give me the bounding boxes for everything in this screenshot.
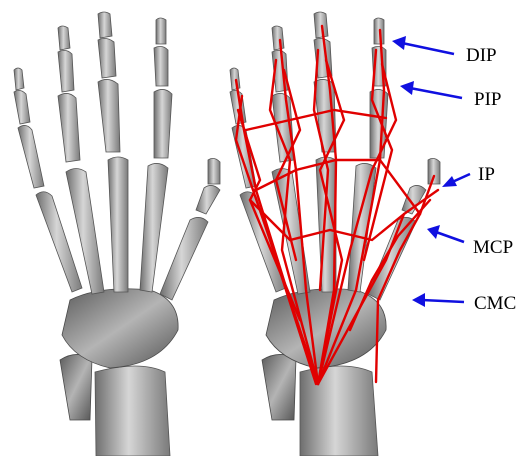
pip-arrow — [410, 88, 462, 98]
right-distal-phalanx-5 — [230, 68, 240, 90]
left-middle-phalanx-2 — [154, 46, 168, 86]
dip-label: DIP — [466, 45, 497, 66]
dip-arrow-head — [392, 36, 406, 50]
joint-annotations: DIP PIP IP MCP CMC — [392, 36, 516, 314]
left-proximal-phalanx-5 — [18, 125, 44, 188]
right-metacarpal-1 — [368, 217, 416, 300]
left-metacarpal-3 — [108, 157, 128, 292]
left-hand-skeleton — [14, 12, 220, 456]
right-distal-phalanx-4 — [272, 26, 284, 50]
left-middle-phalanx-4 — [58, 50, 74, 92]
right-ulna-bone — [262, 354, 296, 420]
left-proximal-phalanx-1 — [196, 185, 220, 214]
right-distal-phalanx-1 — [428, 158, 440, 184]
mcp-arrow — [436, 232, 464, 242]
cmc-arrow-head — [412, 293, 425, 307]
ip-label: IP — [478, 164, 495, 185]
left-distal-phalanx-4 — [58, 26, 70, 50]
left-proximal-phalanx-2 — [154, 89, 172, 158]
left-radius-bone — [95, 366, 170, 456]
pip-label: PIP — [474, 89, 501, 110]
pip-arrow-head — [400, 81, 414, 95]
left-proximal-phalanx-3 — [98, 79, 120, 152]
cmc-label: CMC — [474, 293, 516, 314]
left-distal-phalanx-3 — [98, 12, 112, 38]
left-middle-phalanx-3 — [98, 38, 116, 78]
right-distal-phalanx-3 — [314, 12, 328, 38]
left-distal-phalanx-1 — [208, 158, 220, 184]
ip-arrow-head — [442, 176, 457, 187]
mcp-label: MCP — [473, 237, 513, 258]
left-distal-phalanx-5 — [14, 68, 24, 90]
dip-arrow — [402, 43, 454, 54]
left-metacarpal-1 — [160, 217, 208, 300]
left-distal-phalanx-2 — [156, 18, 166, 44]
right-radius-bone — [300, 366, 378, 456]
left-proximal-phalanx-4 — [58, 93, 80, 162]
left-ulna-bone — [60, 354, 92, 420]
left-metacarpal-2 — [140, 163, 168, 292]
left-middle-phalanx-5 — [14, 90, 30, 124]
cmc-arrow — [422, 300, 464, 302]
